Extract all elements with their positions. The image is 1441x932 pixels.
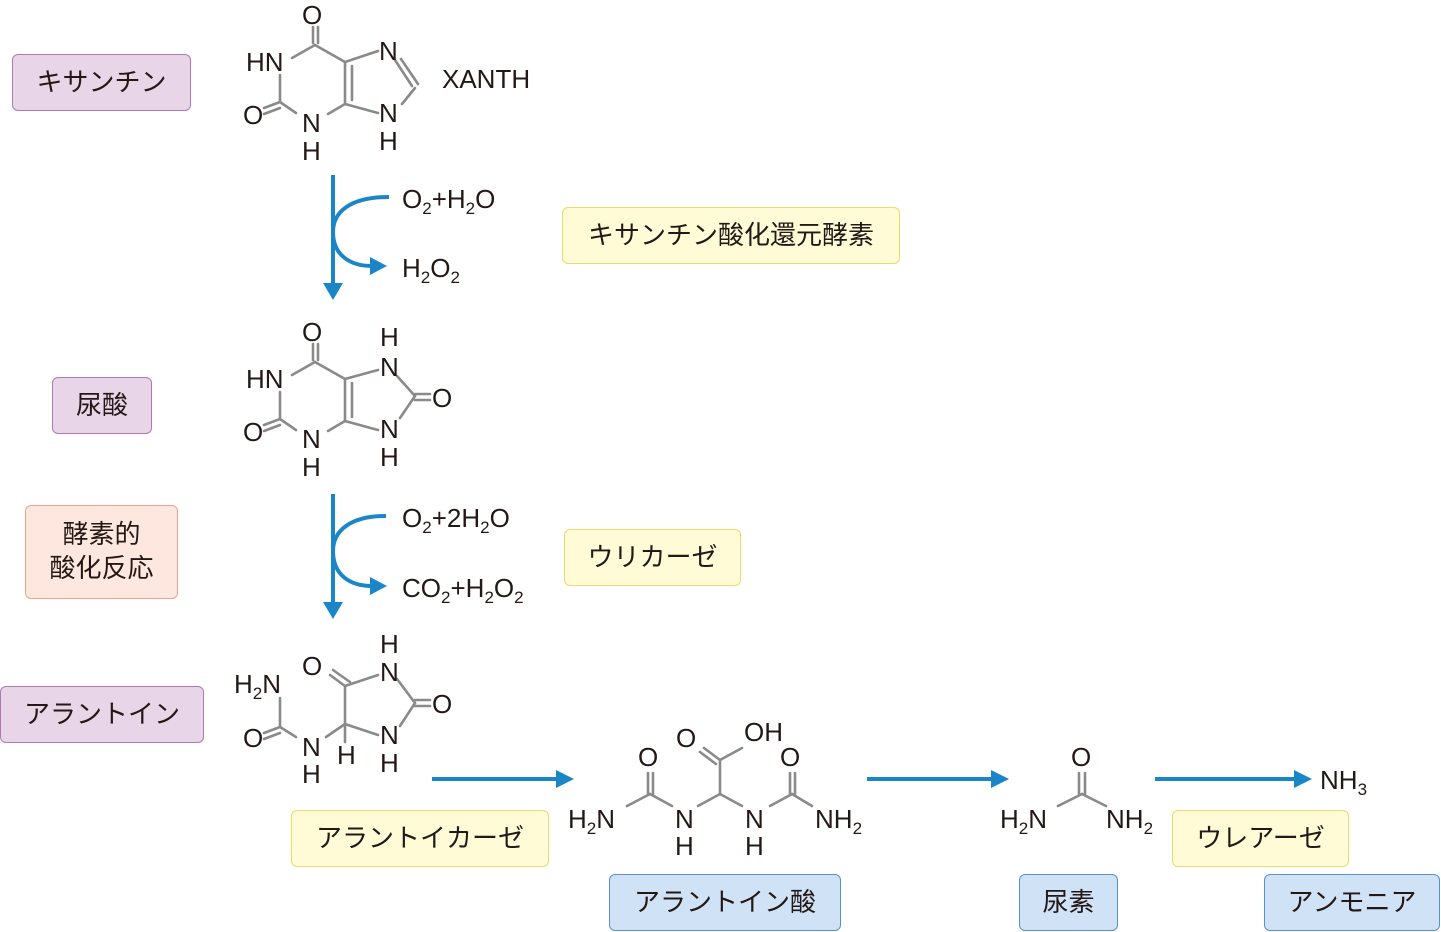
uric-o-left: O [243,417,263,447]
uric-hn: HN [246,364,284,394]
uric-n7: N [380,352,399,382]
allantoic-acid-structure: O O OH O H2N N H N H NH2 [568,717,862,861]
reaction-arrow-2: O2+2H2O CO2+H2O2 [323,494,524,619]
allantoin-ch: H [337,740,356,770]
xanthine-annotation: XANTH [442,64,530,94]
enzyme-xor-text: キサンチン酸化還元酵素 [587,220,874,251]
label-xanthine: キサンチン [12,54,191,111]
label-allantoin-text: アラントイン [23,699,180,730]
enzyme-uricase: ウリカーゼ [564,529,741,586]
uric-h3: H [302,452,321,482]
label-ammonia: アンモニア [1264,874,1440,931]
step2-reagent-out: CO2+H2O2 [402,573,524,607]
enzyme-allantoicase: アラントイカーゼ [291,810,549,867]
label-allantoic-acid-text: アラントイン酸 [633,887,816,918]
allantoin-h2n: H2N [234,669,281,703]
uric-acid-structure: O HN H N O O N H N H [243,317,452,482]
xanthine-structure: O HN N O N H N H XANTH [243,0,530,166]
label-allantoic-acid: アラントイン酸 [609,874,841,931]
enzyme-urease-text: ウレアーゼ [1196,823,1325,854]
xanthine-n9: N [379,98,398,128]
enzyme-xanthine-oxidoreductase: キサンチン酸化還元酵素 [562,207,900,264]
allantoic-nh2: NH2 [815,804,862,838]
allantoic-o-right: O [780,742,800,772]
allantoic-h2n: H2N [568,804,615,838]
uric-n3: N [302,424,321,454]
allantoin-o-left: O [243,723,263,753]
label-urea-text: 尿素 [1042,887,1095,918]
allantoin-h1: H [380,629,399,659]
xanthine-n3: N [302,108,321,138]
uric-o-right: O [432,383,452,413]
label-urea: 尿素 [1019,874,1118,931]
label-ammonia-text: アンモニア [1287,887,1417,918]
xanthine-hn: HN [246,47,284,77]
enzyme-urease: ウレアーゼ [1172,810,1349,867]
enzyme-uricase-text: ウリカーゼ [587,542,718,573]
step1-reagent-out: H2O2 [402,253,460,287]
allantoic-n1: N [675,804,694,834]
ammonia-formula: NH3 [1320,765,1367,799]
reaction-arrow-1: O2+H2O H2O2 [323,175,495,300]
allantoin-nh: H [302,759,321,789]
allantoin-h3: H [380,748,399,778]
allantoic-h1: H [675,831,694,861]
reaction-type-line1: 酵素的 [62,520,141,550]
xanthine-h3: H [302,136,321,166]
label-uric-acid: 尿酸 [52,377,152,434]
uric-h9: H [380,442,399,472]
step1-reagent-in: O2+H2O [402,184,495,218]
allantoin-n: N [302,732,321,762]
enzyme-allantoicase-text: アラントイカーゼ [315,823,524,854]
xanthine-o-left: O [243,100,263,130]
uric-h7: H [380,322,399,352]
urea-nh2: NH2 [1106,804,1153,838]
allantoin-n3: N [380,720,399,750]
allantoin-o-right: O [432,689,452,719]
label-xanthine-text: キサンチン [36,67,167,98]
allantoic-n2: N [745,804,764,834]
label-allantoin: アラントイン [0,686,204,743]
allantoic-oh: OH [744,717,783,747]
uric-o-top: O [302,317,322,347]
urea-h2n: H2N [1000,804,1047,838]
allantoin-structure: H2N O N H H O H N O N H [234,629,452,789]
label-reaction-type: 酵素的 酸化反応 [25,505,178,599]
uric-n9: N [380,414,399,444]
allantoin-n1: N [380,657,399,687]
allantoic-o-acid: O [676,723,696,753]
urea-o: O [1071,742,1091,772]
step2-reagent-in: O2+2H2O [402,503,510,537]
allantoic-h2: H [745,831,764,861]
xanthine-n7: N [379,36,398,66]
xanthine-h9: H [379,126,398,156]
allantoin-o-top: O [302,651,322,681]
label-uric-acid-text: 尿酸 [75,390,128,421]
allantoic-o-left: O [638,742,658,772]
xanthine-o-top: O [302,0,322,30]
urea-structure: O H2N NH2 [1000,742,1153,838]
horizontal-arrows [432,770,1312,788]
reaction-type-line2: 酸化反応 [49,554,154,584]
